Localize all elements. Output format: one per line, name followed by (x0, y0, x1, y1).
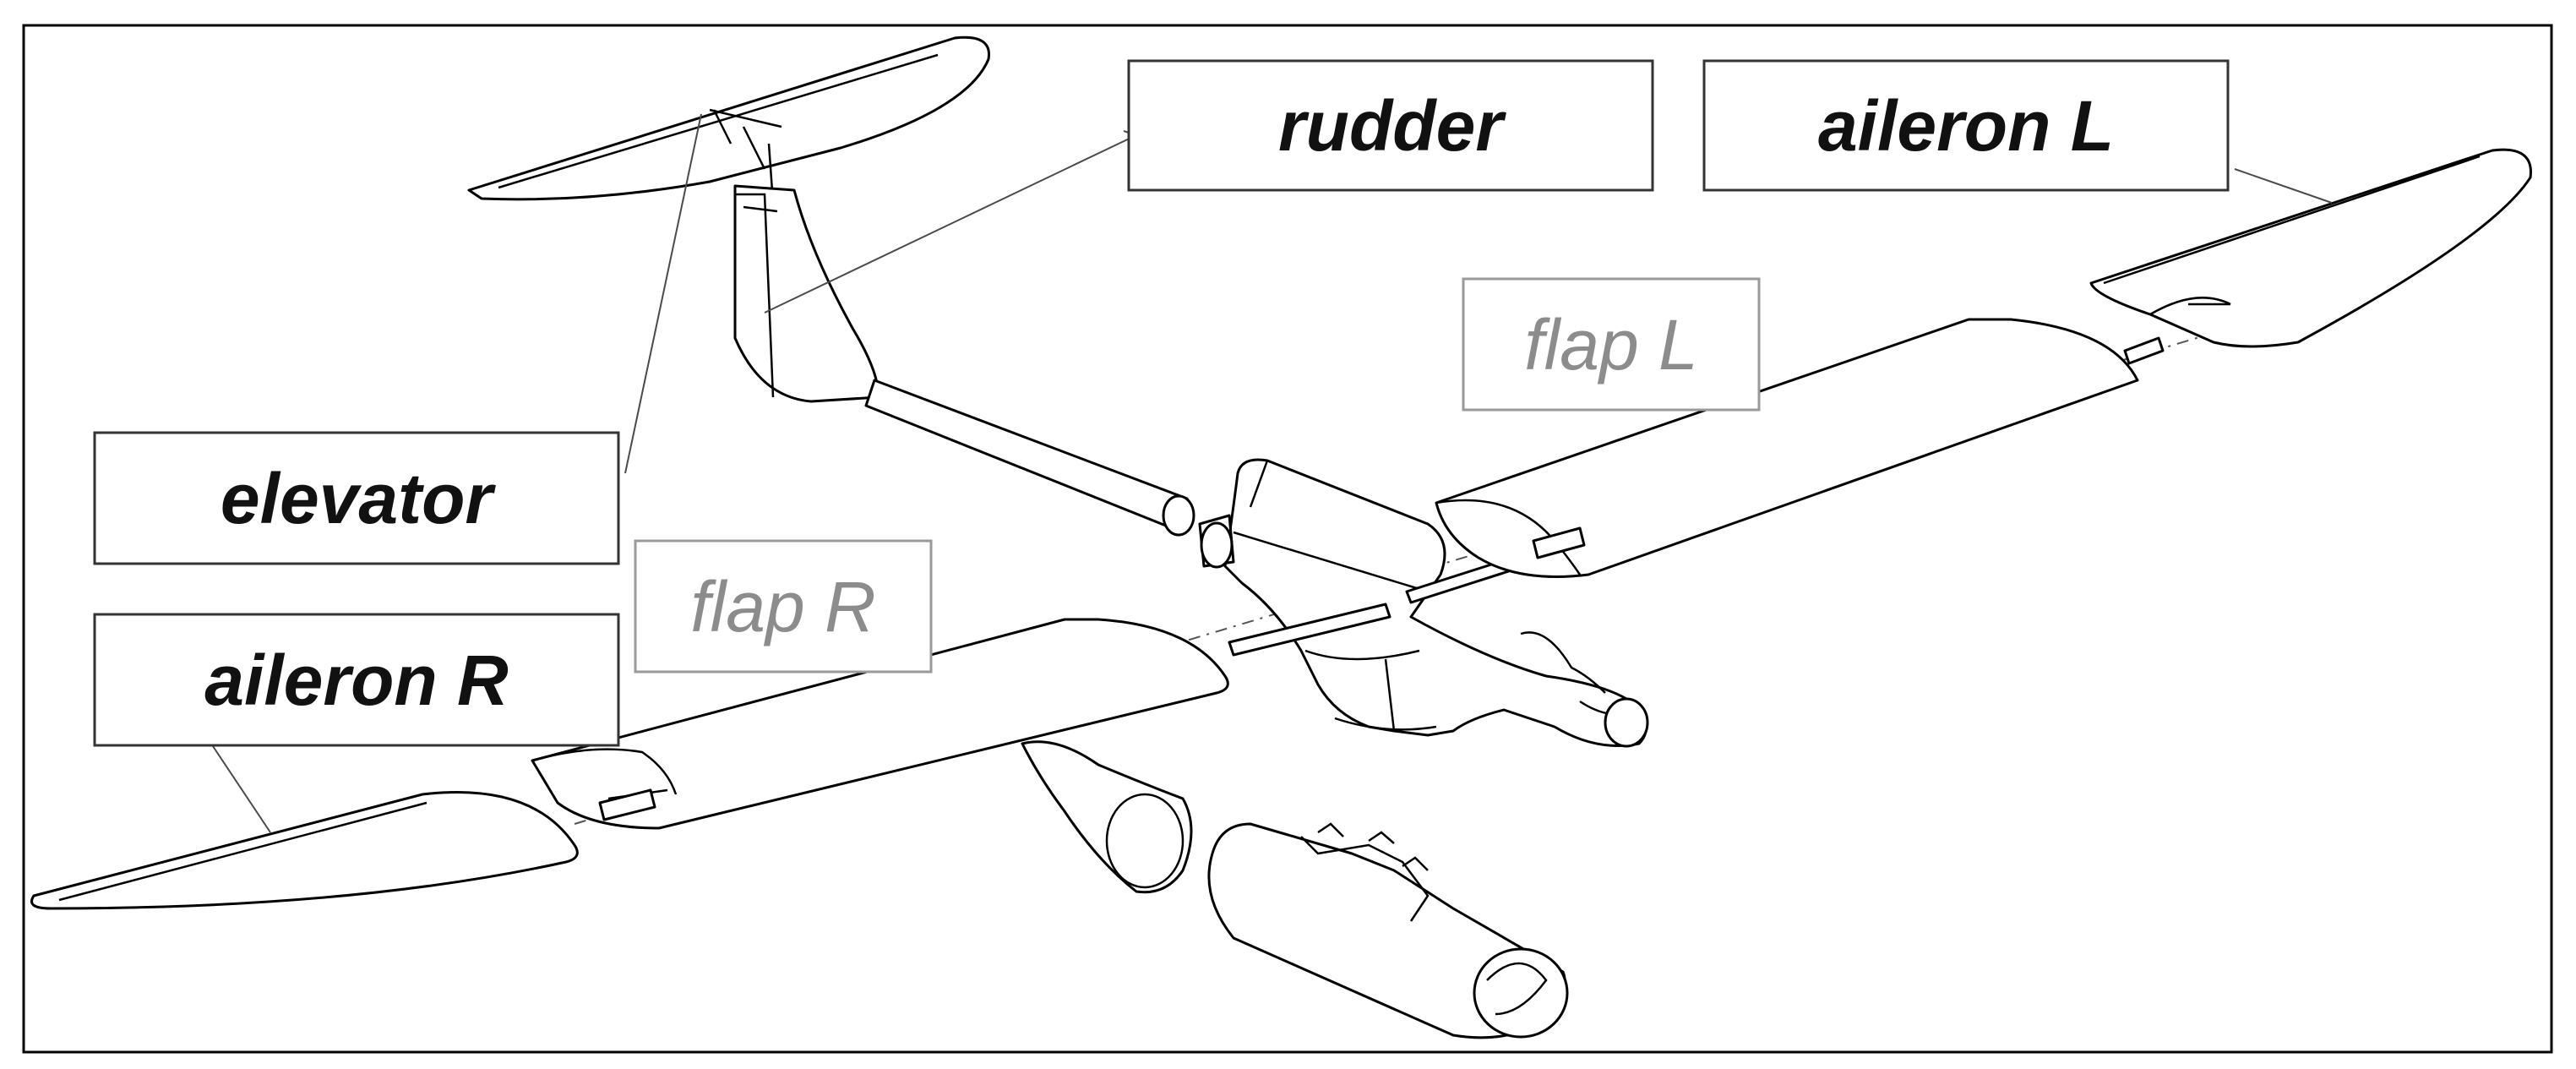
label-aileron-l: aileron L (1702, 59, 2230, 192)
leader-aileron-r (210, 743, 271, 833)
leader-aileron-l (2234, 168, 2333, 204)
label-flap-r: flap R (634, 539, 933, 674)
wing-right-inner-part (531, 618, 1229, 830)
figure-frame (22, 24, 2553, 1054)
leader-elevator (624, 113, 702, 474)
label-flap-r-text: flap R (690, 567, 875, 646)
label-aileron-l-text: aileron L (1818, 86, 2114, 166)
label-elevator-text: elevator (221, 459, 496, 538)
payload-cover-part (1021, 740, 1193, 894)
tail-boom-part (864, 379, 1195, 537)
label-rudder: rudder (1127, 59, 1654, 192)
label-elevator: elevator (93, 431, 620, 565)
rudder-part (733, 184, 880, 403)
wing-right-outer-part (30, 791, 579, 910)
label-flap-l-text: flap L (1524, 305, 1698, 385)
wing-left-inner-part (1435, 318, 2139, 578)
fuselage-part (1198, 458, 1649, 748)
label-rudder-text: rudder (1278, 86, 1506, 166)
label-aileron-r: aileron R (93, 613, 620, 747)
leader-rudder (764, 134, 1137, 314)
label-flap-l: flap L (1462, 277, 1761, 412)
wing-left-outer-part (2089, 148, 2532, 365)
elevator-part (467, 35, 990, 204)
label-aileron-r-text: aileron R (204, 641, 509, 720)
payload-pod-part (1207, 822, 1569, 1039)
